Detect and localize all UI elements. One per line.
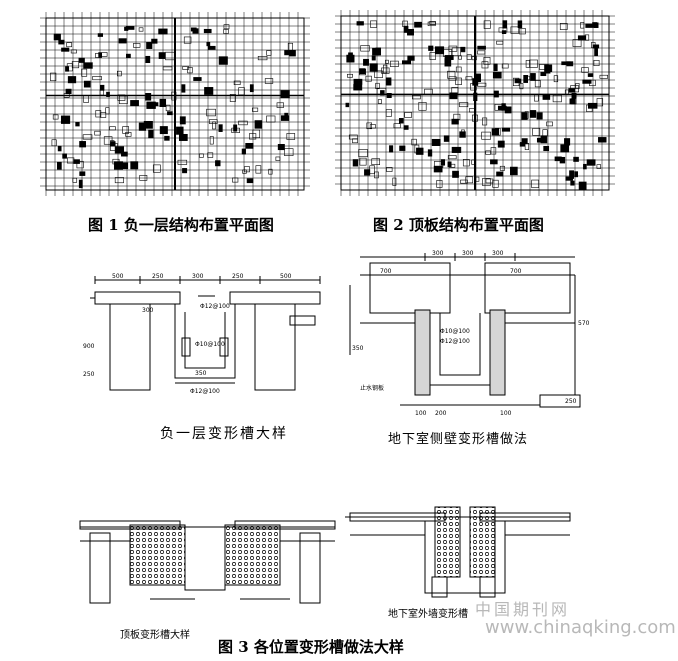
svg-text:Φ10@100: Φ10@100 — [195, 341, 225, 348]
svg-text:250: 250 — [232, 273, 244, 280]
svg-text:Φ10@100: Φ10@100 — [440, 328, 470, 335]
svg-text:Φ12@100: Φ12@100 — [200, 303, 230, 310]
wall-detail — [340, 485, 580, 620]
svg-text:500: 500 — [280, 273, 292, 280]
svg-text:300: 300 — [462, 250, 474, 257]
figure-1-plan — [40, 10, 310, 200]
slot-detail-title: 负一层变形槽大样 — [160, 426, 288, 442]
figure-1-caption: 图 1 负一层结构布置平面图 — [88, 216, 274, 234]
svg-text:Φ12@100: Φ12@100 — [440, 338, 470, 345]
roof-detail-title: 顶板变形槽大样 — [120, 630, 190, 641]
svg-text:250: 250 — [152, 273, 164, 280]
wall-detail-drawing — [345, 506, 571, 598]
roof-detail-drawing — [79, 520, 336, 604]
svg-text:250: 250 — [565, 398, 577, 405]
svg-text:700: 700 — [510, 268, 522, 275]
svg-text:100: 100 — [415, 410, 427, 417]
svg-text:900: 900 — [83, 343, 95, 350]
watermark-cn: 中国期刊网 — [475, 600, 571, 619]
svg-text:200: 200 — [435, 410, 447, 417]
basement-wall-title: 地下室侧壁变形槽做法 — [388, 432, 529, 447]
svg-text:500: 500 — [112, 273, 124, 280]
watermark-url: www.chinaqking.com — [485, 617, 676, 638]
svg-text:250: 250 — [83, 371, 95, 378]
svg-text:300: 300 — [492, 250, 504, 257]
svg-text:止水钢板: 止水钢板 — [360, 384, 384, 392]
svg-text:570: 570 — [578, 320, 590, 327]
plan-1-drawing — [40, 12, 310, 196]
plan-2-drawing — [335, 10, 615, 196]
svg-text:300: 300 — [192, 273, 204, 280]
svg-text:700: 700 — [380, 268, 392, 275]
svg-text:350: 350 — [352, 345, 364, 352]
figure-3-caption: 图 3 各位置变形槽做法大样 — [218, 638, 404, 656]
svg-text:100: 100 — [500, 410, 512, 417]
svg-text:350: 350 — [195, 370, 207, 377]
svg-text:300: 300 — [432, 250, 444, 257]
svg-text:Φ12@100: Φ12@100 — [190, 388, 220, 395]
figure-2-caption: 图 2 顶板结构布置平面图 — [373, 216, 544, 234]
wall-detail-title: 地下室外墙变形槽 — [388, 609, 468, 620]
figure-2-plan — [335, 8, 615, 200]
svg-text:300: 300 — [142, 307, 154, 314]
roof-detail — [75, 495, 340, 625]
